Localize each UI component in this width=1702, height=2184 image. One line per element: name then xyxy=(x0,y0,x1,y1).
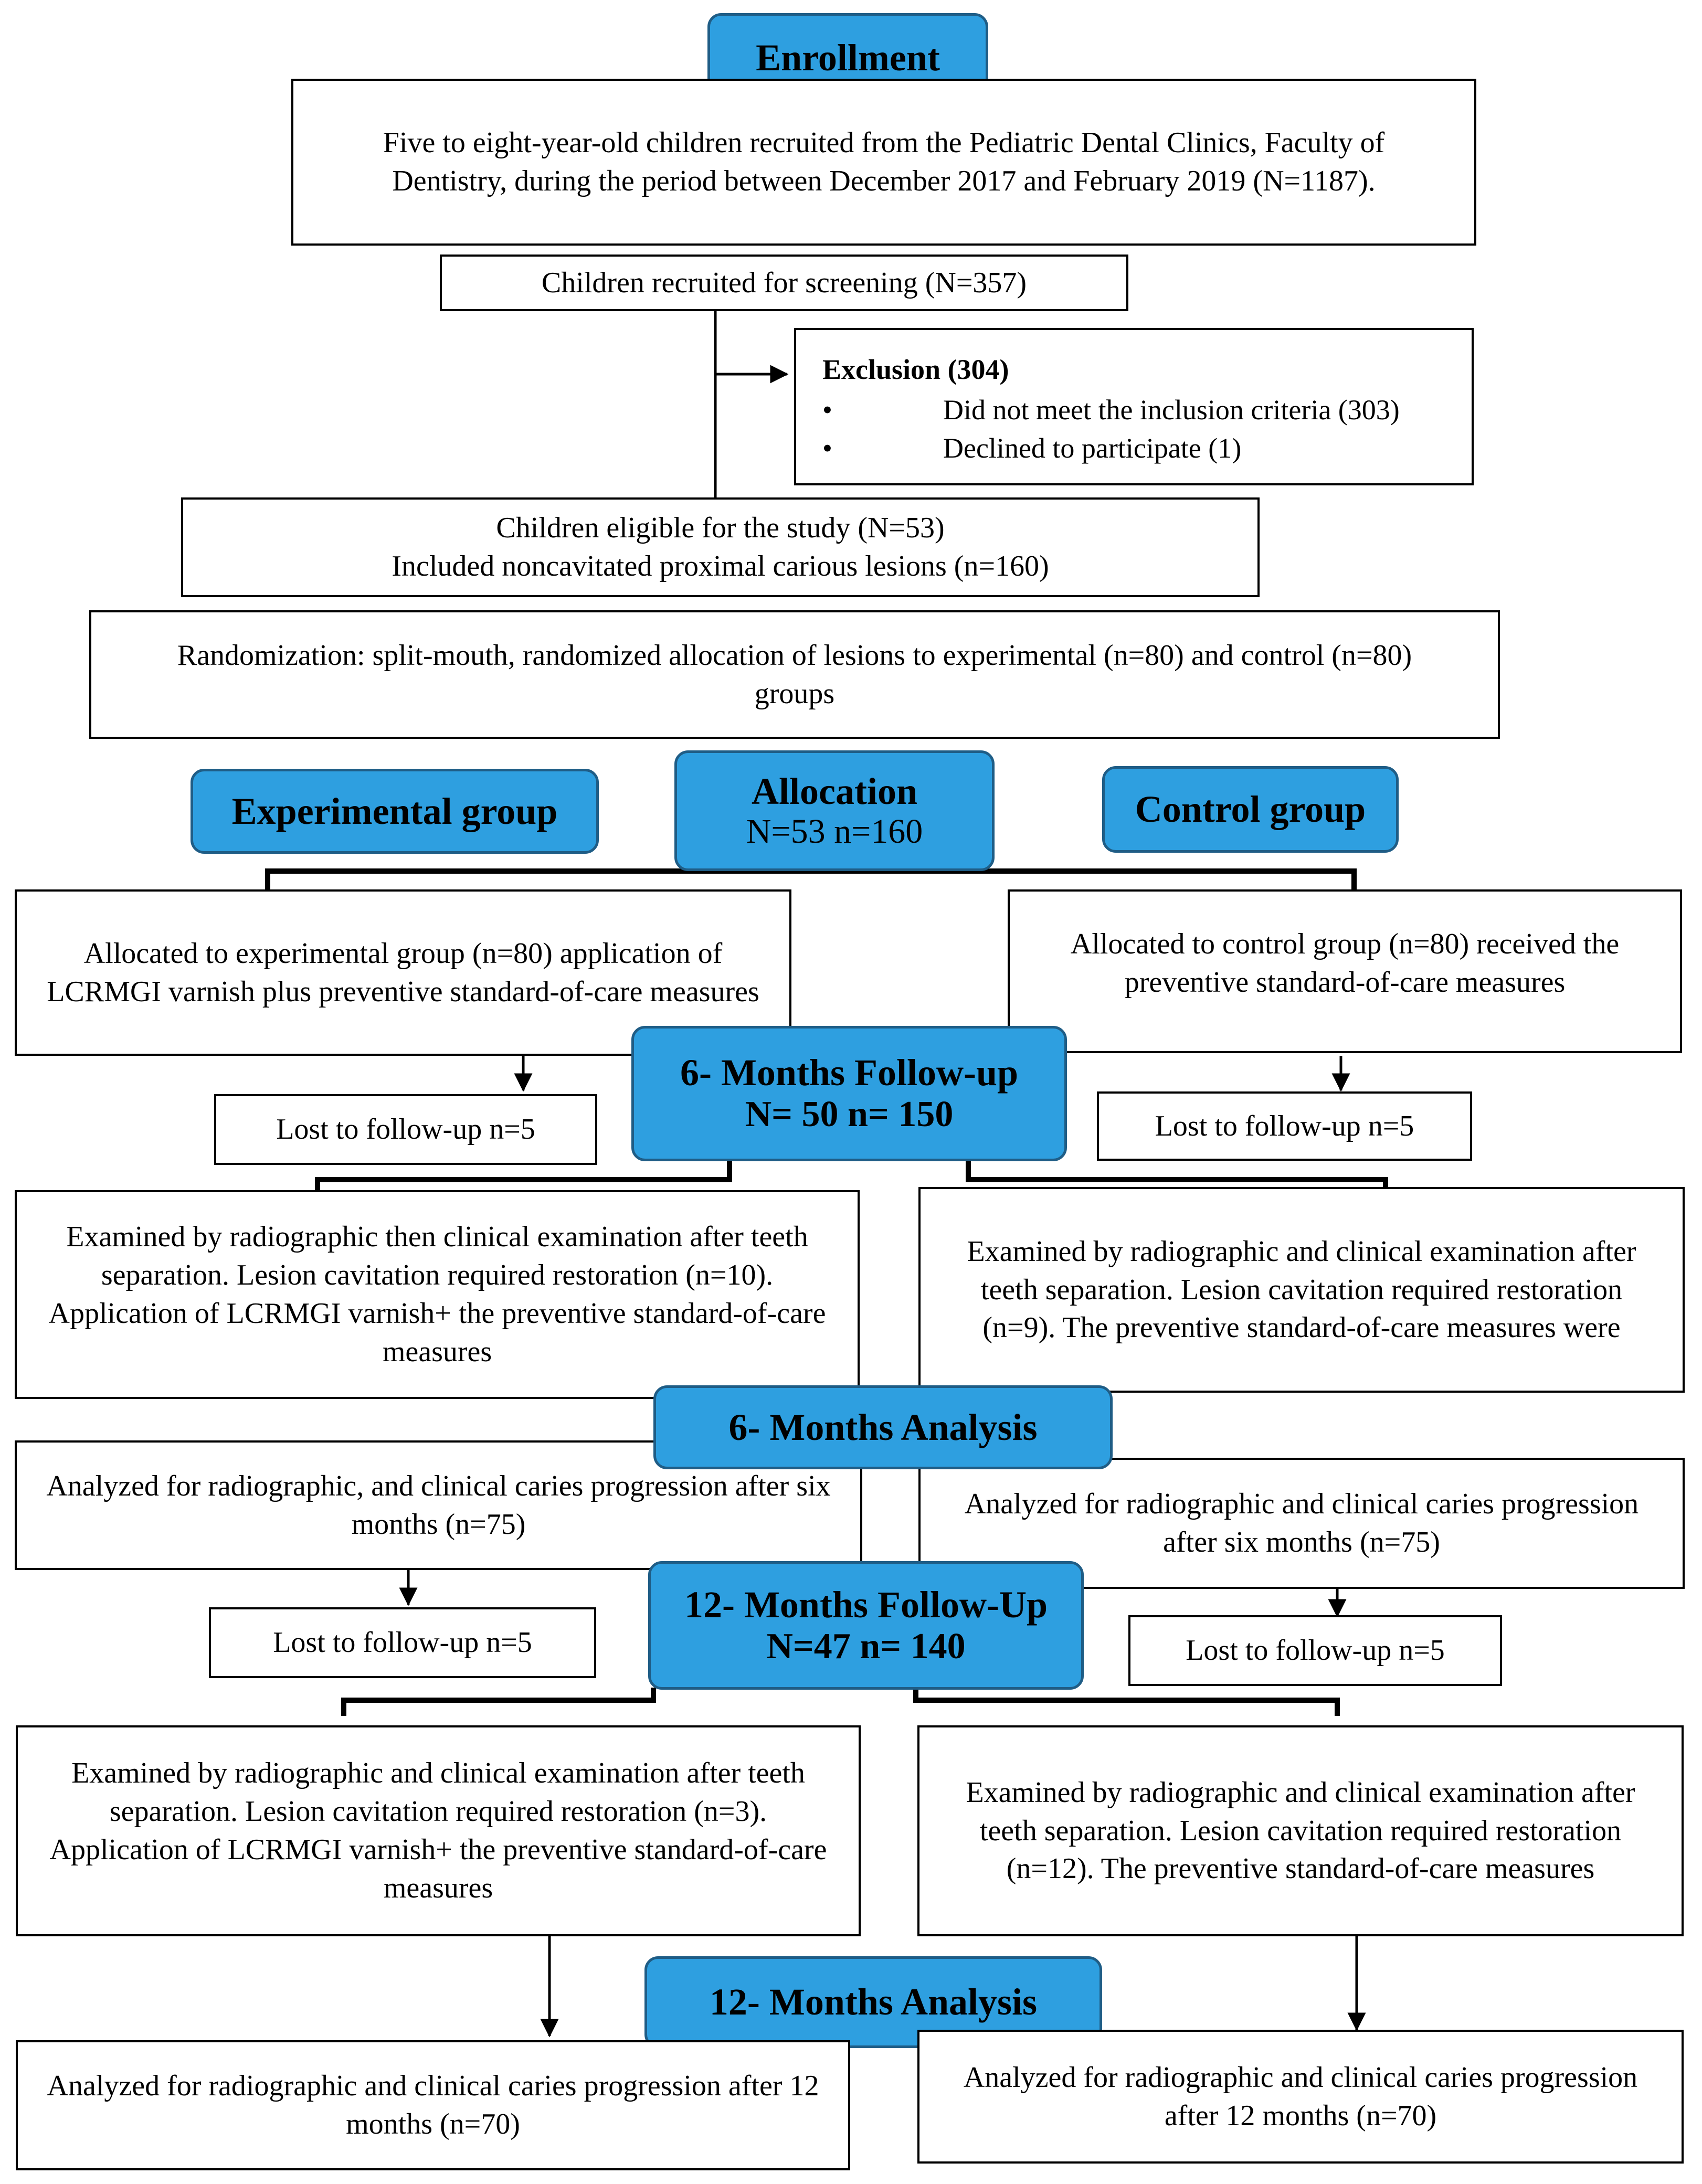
followup-12-header: 12- Months Follow-Up N=47 n= 140 xyxy=(648,1561,1084,1690)
exam-ctrl-12-text: Examined by radiographic and clinical ex… xyxy=(966,1776,1635,1885)
lost-followup-exp-12-text: Lost to follow-up n=5 xyxy=(273,1626,532,1659)
analysis-ctrl-12-box: Analyzed for radiographic and clinical c… xyxy=(917,2030,1684,2164)
control-allocation-text: Allocated to control group (n=80) receiv… xyxy=(1070,928,1620,999)
screening-box: Children recruited for screening (N=357) xyxy=(440,255,1128,311)
exclusion-box: Exclusion (304) Did not meet the inclusi… xyxy=(794,328,1474,485)
experimental-group-label: Experimental group xyxy=(231,790,558,832)
exam-exp-6-box: Examined by radiographic then clinical e… xyxy=(15,1190,860,1399)
screening-text: Children recruited for screening (N=357) xyxy=(541,266,1027,299)
followup-12-counts: N=47 n= 140 xyxy=(766,1626,966,1667)
eligible-box: Children eligible for the study (N=53) I… xyxy=(181,497,1260,597)
analysis-exp-6-text: Analyzed for radiographic, and clinical … xyxy=(46,1469,831,1541)
exam-ctrl-12-box: Examined by radiographic and clinical ex… xyxy=(917,1725,1684,1936)
split-exp-12 xyxy=(341,1688,656,1716)
followup-12-label: 12- Months Follow-Up xyxy=(684,1583,1048,1626)
lost-followup-exp-6-box: Lost to follow-up n=5 xyxy=(214,1094,597,1165)
allocation-split xyxy=(265,868,1357,889)
followup-6-counts: N= 50 n= 150 xyxy=(745,1094,954,1135)
exclusion-list: Did not meet the inclusion criteria (303… xyxy=(822,391,1400,468)
lost-followup-ctrl-12-text: Lost to follow-up n=5 xyxy=(1186,1634,1445,1667)
followup-6-label: 6- Months Follow-up xyxy=(680,1052,1019,1094)
lost-followup-exp-6-text: Lost to follow-up n=5 xyxy=(276,1113,535,1146)
exam-ctrl-6-box: Examined by radiographic and clinical ex… xyxy=(918,1187,1685,1393)
exam-exp-6-text: Examined by radiographic then clinical e… xyxy=(48,1221,826,1368)
recruited-text: Five to eight-year-old children recruite… xyxy=(383,126,1385,197)
split-ctrl-6 xyxy=(966,1161,1388,1187)
analysis-12-label: 12- Months Analysis xyxy=(709,1981,1038,2023)
followup-6-header: 6- Months Follow-up N= 50 n= 150 xyxy=(631,1026,1067,1161)
split-exp-6 xyxy=(315,1161,732,1190)
experimental-group-header: Experimental group xyxy=(191,769,599,854)
allocation-header: Allocation N=53 n=160 xyxy=(674,750,995,871)
analysis-ctrl-6-text: Analyzed for radiographic and clinical c… xyxy=(964,1488,1639,1559)
exclusion-item: Did not meet the inclusion criteria (303… xyxy=(822,391,1400,429)
analysis-exp-12-text: Analyzed for radiographic and clinical c… xyxy=(47,2070,819,2140)
randomization-box: Randomization: split-mouth, randomized a… xyxy=(89,610,1500,739)
allocation-counts: N=53 n=160 xyxy=(746,812,923,851)
allocation-label: Allocation xyxy=(752,770,917,812)
lesions-text: Included noncavitated proximal carious l… xyxy=(392,550,1049,582)
enrollment-header-label: Enrollment xyxy=(756,36,940,79)
analysis-exp-12-box: Analyzed for radiographic and clinical c… xyxy=(16,2040,850,2170)
lost-followup-ctrl-6-box: Lost to follow-up n=5 xyxy=(1097,1091,1472,1161)
lost-followup-exp-12-box: Lost to follow-up n=5 xyxy=(209,1607,596,1678)
control-group-header: Control group xyxy=(1102,766,1399,853)
exclusion-title: Exclusion (304) xyxy=(822,354,1009,385)
analysis-12-header: 12- Months Analysis xyxy=(644,1956,1102,2048)
exam-exp-12-box: Examined by radiographic and clinical ex… xyxy=(16,1725,861,1936)
exclusion-item: Declined to participate (1) xyxy=(822,429,1400,468)
experimental-allocation-text: Allocated to experimental group (n=80) a… xyxy=(47,937,759,1008)
eligible-text: Children eligible for the study (N=53) xyxy=(496,512,945,545)
control-group-label: Control group xyxy=(1135,788,1366,831)
split-ctrl-12 xyxy=(913,1688,1340,1716)
analysis-exp-6-box: Analyzed for radiographic, and clinical … xyxy=(15,1440,862,1570)
lost-followup-ctrl-6-text: Lost to follow-up n=5 xyxy=(1155,1109,1414,1142)
recruited-box: Five to eight-year-old children recruite… xyxy=(291,79,1476,246)
randomization-text: Randomization: split-mouth, randomized a… xyxy=(177,639,1412,710)
analysis-6-label: 6- Months Analysis xyxy=(728,1406,1038,1448)
lost-followup-ctrl-12-box: Lost to follow-up n=5 xyxy=(1128,1615,1502,1686)
analysis-ctrl-12-text: Analyzed for radiographic and clinical c… xyxy=(963,2061,1638,2132)
exam-ctrl-6-text: Examined by radiographic and clinical ex… xyxy=(967,1235,1636,1344)
exam-exp-12-text: Examined by radiographic and clinical ex… xyxy=(49,1757,827,1904)
analysis-6-header: 6- Months Analysis xyxy=(653,1385,1113,1469)
control-allocation-box: Allocated to control group (n=80) receiv… xyxy=(1008,889,1682,1053)
